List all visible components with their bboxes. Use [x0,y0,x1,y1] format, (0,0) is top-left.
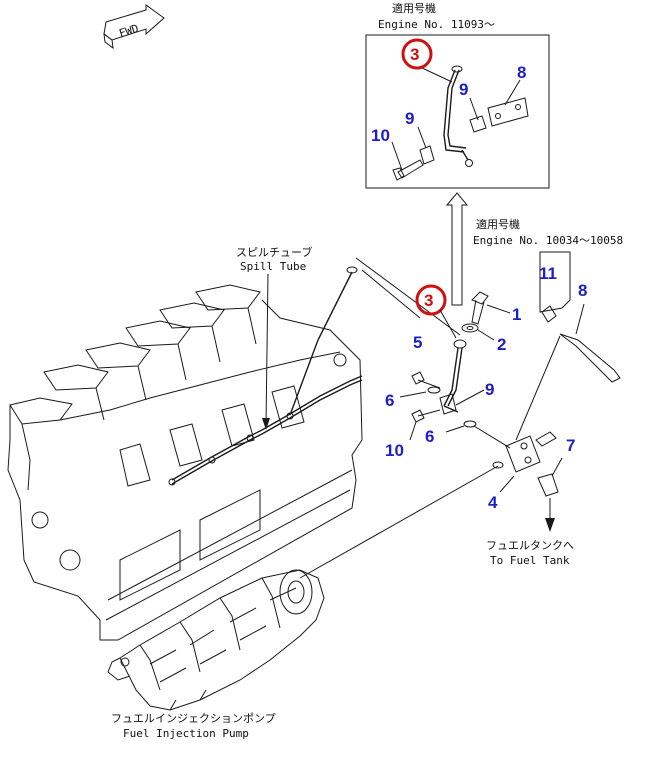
callout-4: 4 [488,493,498,512]
fuel-injection-pump [107,569,325,711]
callout-9: 9 [485,380,494,399]
fuel-tank-jp: フュエルタンクへ [486,539,574,552]
inset-callout-9a: 9 [459,80,468,99]
serial-engine-no: Engine No. 10034～10058 [473,234,623,247]
fwd-arrow-icon: FWD [103,4,165,50]
up-arrow-icon [445,192,469,306]
return-line [355,257,461,336]
callout-11: 11 [539,264,557,283]
inset-engine-no: Engine No. 11093～ [378,18,495,31]
callout-2: 2 [497,335,506,354]
fwd-label: FWD [117,22,140,41]
callout-1: 1 [512,305,521,324]
engine-block [7,266,363,641]
callout-5: 5 [413,333,422,352]
inset-callout-3-ring [401,38,433,70]
fuel-tank-en: To Fuel Tank [490,554,570,567]
pump-en: Fuel Injection Pump [123,727,249,740]
spill-tube-jp: スピルチューブ [236,245,312,259]
callout-8: 8 [578,281,587,300]
callout-7: 7 [566,436,575,455]
callout-6a: 6 [385,391,394,410]
callout-6b: 6 [425,427,434,446]
callout-3-ring [415,284,447,316]
serial-title-jp: 適用号機 [476,217,520,231]
callout-3: 3 [424,291,433,310]
callout-10: 10 [385,441,404,460]
inset-parts [391,65,529,181]
spill-tube-en: Spill Tube [240,260,306,273]
inset-box [365,34,550,189]
inset-callout-3: 3 [410,45,419,64]
inset-title-jp: 適用号機 [392,1,436,15]
pump-jp: フュエルインジェクションポンプ [111,712,276,725]
return-parts [299,251,621,579]
inset-callout-8: 8 [517,63,526,82]
inset-callout-10: 10 [371,126,390,145]
inset-callout-9b: 9 [405,109,414,128]
